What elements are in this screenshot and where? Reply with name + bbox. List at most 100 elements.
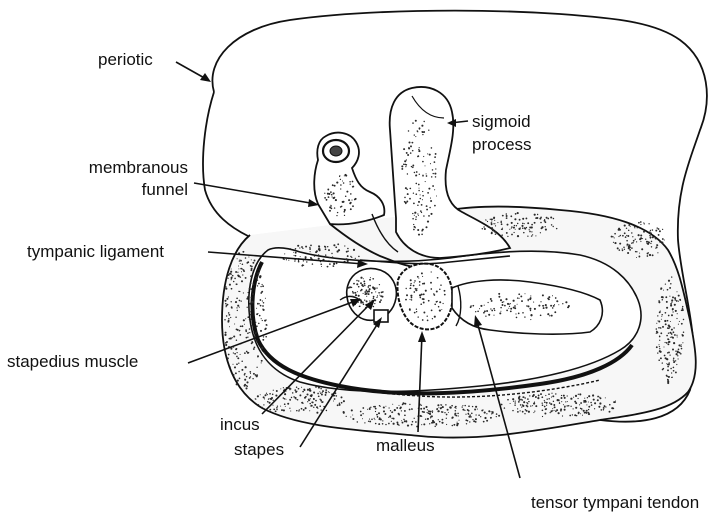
stipple-dot	[426, 209, 428, 211]
stipple-dot	[333, 263, 335, 265]
stipple-dot	[241, 369, 243, 371]
stipple-dot	[583, 402, 584, 403]
stipple-dot	[321, 394, 323, 396]
stipple-dot	[269, 398, 270, 399]
stipple-dot	[258, 272, 259, 273]
stipple-dot	[362, 407, 364, 409]
stipple-dot	[334, 185, 336, 187]
stipple-dot	[362, 418, 363, 419]
stipple-dot	[524, 227, 526, 229]
stipple-dot	[382, 423, 384, 425]
stipple-dot	[540, 222, 542, 224]
stipple-dot	[234, 353, 236, 355]
stipple-dot	[555, 297, 557, 299]
stipple-dot	[229, 273, 231, 275]
stipple-dot	[406, 152, 408, 154]
stipple-dot	[392, 411, 393, 412]
stipple-dot	[265, 394, 267, 396]
stipple-dot	[484, 412, 486, 414]
stipple-dot	[680, 300, 681, 301]
stipple-dot	[664, 355, 666, 357]
stipple-dot	[331, 253, 332, 254]
stipple-dot	[483, 421, 485, 423]
stipple-dot	[530, 295, 531, 296]
stipple-dot	[562, 415, 563, 416]
stipple-dot	[630, 226, 631, 227]
stipple-dot	[649, 254, 651, 256]
stipple-dot	[483, 312, 485, 314]
stipple-dot	[329, 392, 330, 393]
stipple-dot	[428, 130, 429, 131]
stipple-dot	[673, 359, 674, 360]
stipple-dot	[266, 393, 267, 394]
stipple-dot	[261, 318, 262, 319]
stipple-dot	[235, 301, 237, 303]
stipple-dot	[468, 405, 470, 407]
stipple-dot	[559, 403, 560, 404]
stipple-dot	[427, 153, 428, 154]
stipple-dot	[259, 303, 260, 304]
stipple-dot	[307, 389, 309, 391]
stipple-dot	[347, 248, 349, 250]
stipple-dot	[411, 299, 413, 301]
stipple-dot	[662, 299, 664, 301]
stipple-dot	[428, 300, 430, 302]
stipple-dot	[522, 218, 524, 220]
stipple-dot	[240, 268, 242, 270]
stipple-dot	[265, 336, 267, 338]
stipple-dot	[414, 312, 416, 314]
stipple-dot	[442, 419, 444, 421]
stipple-dot	[436, 424, 438, 426]
stipple-dot	[486, 310, 488, 312]
stipple-dot	[378, 412, 380, 414]
stipple-dot	[491, 310, 493, 312]
stipple-dot	[676, 364, 677, 365]
stipple-dot	[534, 222, 536, 224]
stipple-dot	[547, 313, 549, 315]
stipple-dot	[437, 404, 439, 406]
stipple-dot	[468, 416, 470, 418]
stipple-dot	[516, 317, 518, 319]
stipple-dot	[343, 412, 345, 414]
stipple-dot	[676, 353, 678, 355]
stipple-dot	[435, 168, 436, 169]
stipple-dot	[415, 216, 417, 218]
stipple-dot	[296, 391, 297, 392]
stipple-dot	[491, 224, 493, 226]
stipple-dot	[523, 396, 525, 398]
stipple-dot	[351, 409, 353, 411]
stipple-dot	[257, 279, 258, 280]
stipple-dot	[455, 410, 457, 412]
stipple-dot	[297, 245, 299, 247]
stipple-dot	[262, 305, 264, 307]
stipple-dot	[373, 296, 375, 298]
stipple-dot	[266, 324, 268, 326]
stipple-dot	[436, 195, 437, 196]
stipple-dot	[241, 271, 242, 272]
stipple-dot	[417, 316, 418, 317]
stipple-dot	[668, 325, 670, 327]
stipple-dot	[529, 231, 531, 233]
stipple-dot	[418, 190, 420, 192]
stipple-dot	[225, 332, 227, 334]
stipple-dot	[246, 298, 248, 300]
stipple-dot	[404, 414, 406, 416]
stipple-dot	[659, 230, 661, 232]
stipple-dot	[251, 325, 253, 327]
stipple-dot	[258, 323, 260, 325]
stipple-dot	[540, 301, 541, 302]
stipple-dot	[246, 337, 248, 339]
stipple-dot	[236, 297, 238, 299]
stipple-dot	[426, 175, 428, 177]
stipple-dot	[588, 406, 590, 408]
stipple-dot	[507, 399, 509, 401]
stipple-dot	[575, 407, 577, 409]
stipple-dot	[469, 414, 471, 416]
stipple-dot	[339, 176, 340, 177]
stipple-dot	[245, 257, 247, 259]
stipple-dot	[251, 268, 253, 270]
stipple-dot	[683, 332, 684, 333]
stipple-dot	[597, 399, 599, 401]
stipple-dot	[410, 279, 412, 281]
stipple-dot	[364, 291, 366, 293]
